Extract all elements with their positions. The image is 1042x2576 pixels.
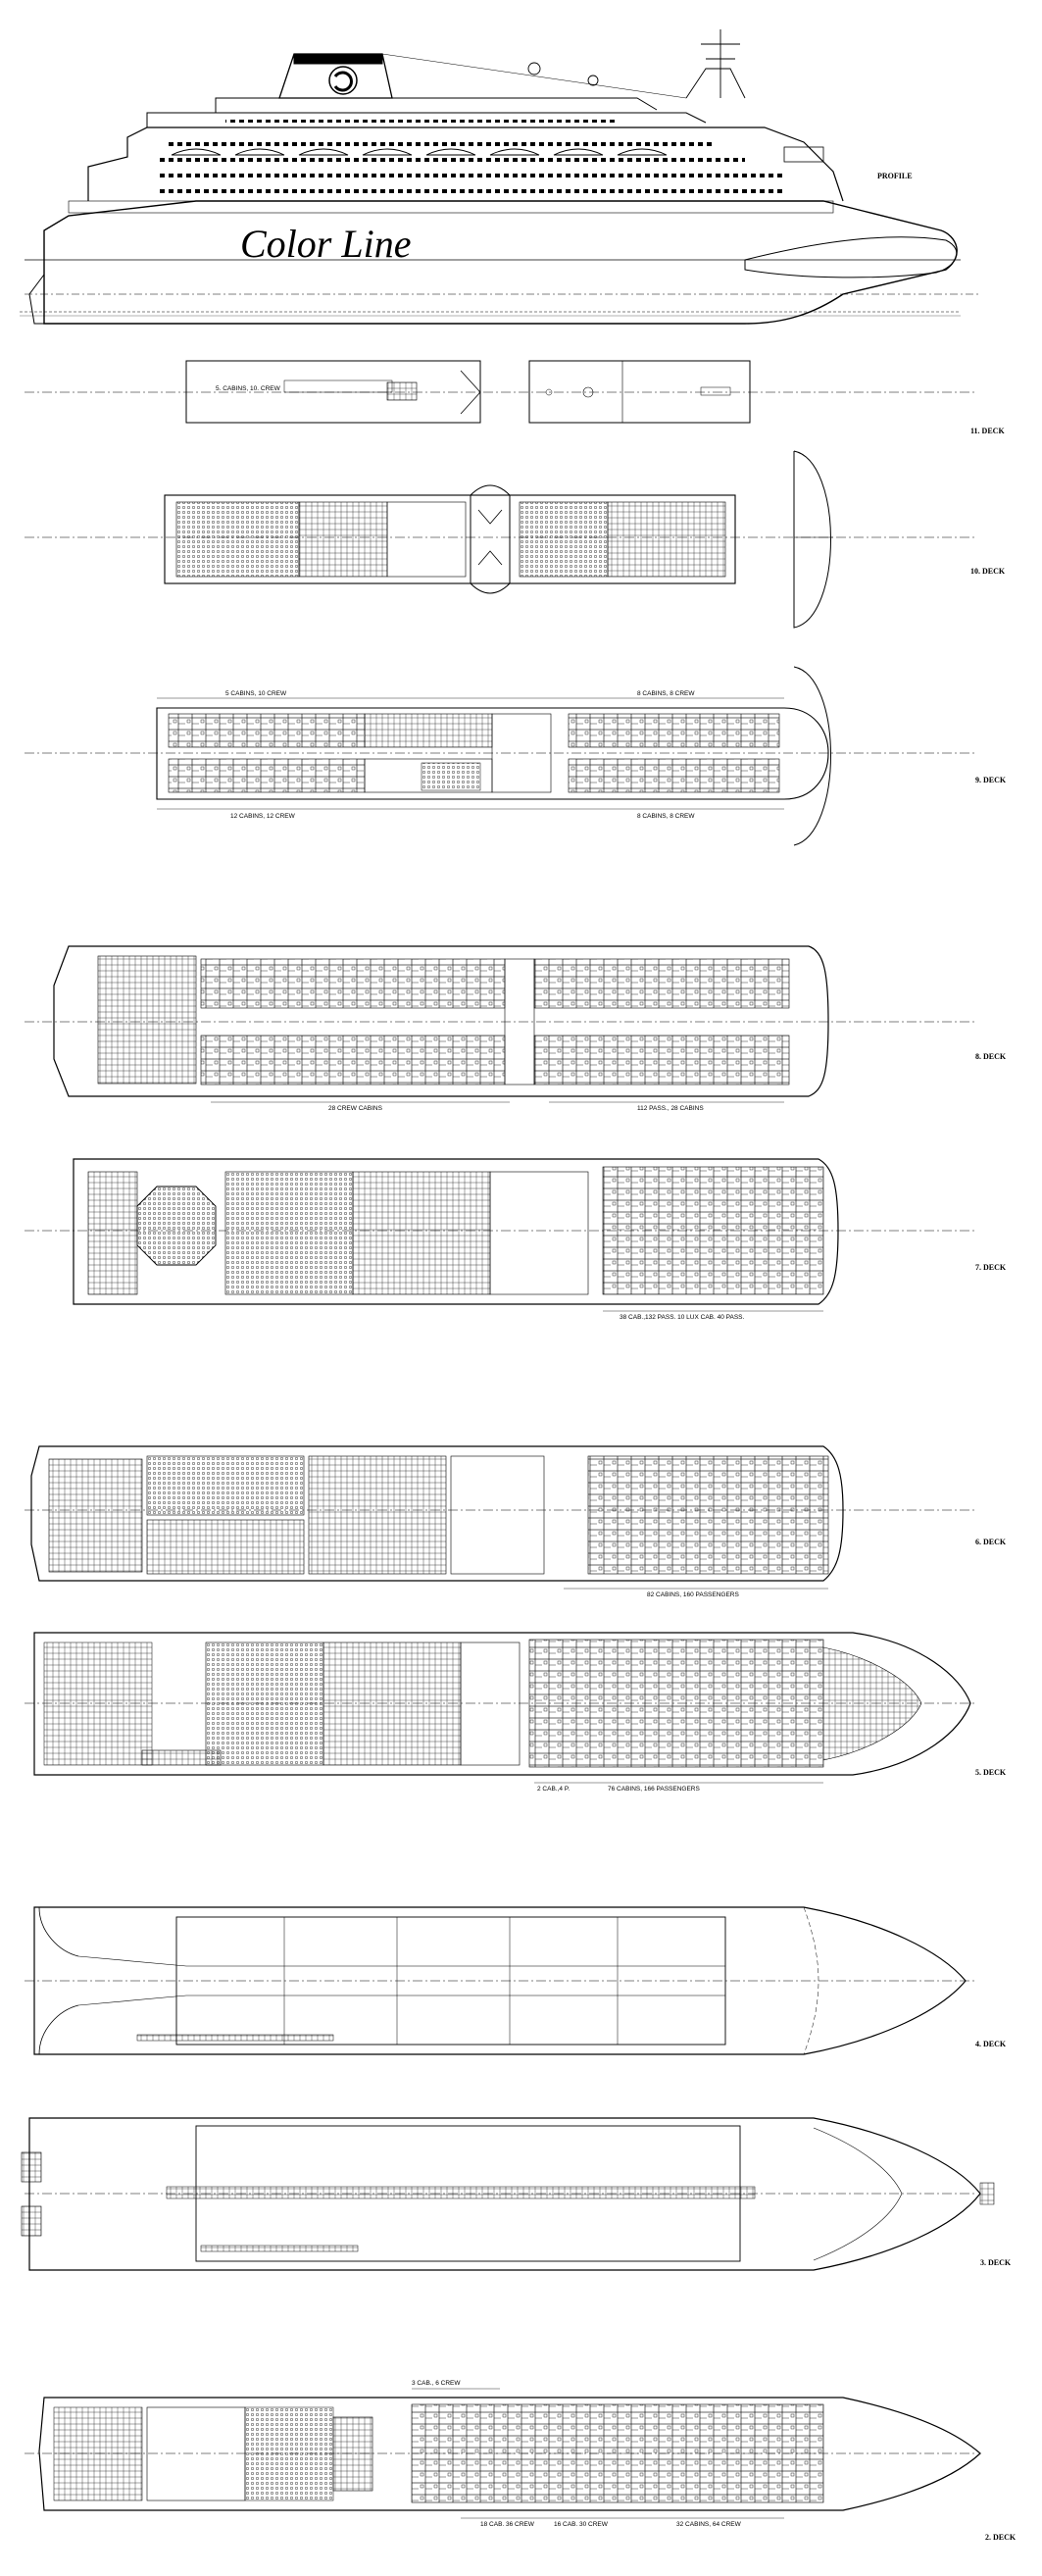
deck-label: 3. DECK: [980, 2258, 1012, 2267]
dim-label: 38 CAB.,132 PASS. 10 LUX CAB. 40 PASS.: [620, 1314, 744, 1321]
deck-6-plan: 82 CABINS, 160 PASSENGERS: [25, 1445, 975, 1598]
deck-label: 2. DECK: [985, 2533, 1017, 2542]
deck-7-plan: 38 CAB.,132 PASS. 10 LUX CAB. 40 PASS.: [25, 1158, 975, 1321]
dim-label: 18 CAB. 36 CREW: [480, 2521, 535, 2528]
mast: [381, 29, 746, 99]
dim-label: 2 CAB.,4 P.: [537, 1786, 570, 1793]
deck-11-plan: 5. CABINS, 10. CREW: [25, 360, 975, 424]
dim-label: 112 PASS., 28 CABINS: [637, 1105, 704, 1112]
deck-10-plan: [25, 450, 975, 629]
deck-label: 8. DECK: [975, 1052, 1007, 1061]
deck-label: 10. DECK: [970, 567, 1006, 576]
deck-label: 7. DECK: [975, 1263, 1007, 1272]
circular-lounge: [136, 1186, 217, 1266]
deck-8-plan: 28 CREW CABINS 112 PASS., 28 CABINS: [25, 945, 975, 1112]
deck-2-plan: 3 CAB., 6 CREW 18 CAB. 36 CREW 16 CAB. 3…: [25, 2380, 981, 2528]
deck-label: 4. DECK: [975, 2040, 1007, 2048]
dim-label: 82 CABINS, 160 PASSENGERS: [647, 1591, 739, 1598]
deck-9-plan: 5 CABINS, 10 CREW 8 CABINS, 8 CREW 12 CA…: [25, 666, 975, 846]
brand-wordmark: Color Line: [240, 222, 411, 266]
deck-3-plan: [21, 2117, 995, 2271]
dim-label: 32 CABINS, 64 CREW: [676, 2521, 742, 2528]
dim-label: 5 CABINS, 10 CREW: [225, 690, 287, 697]
bulbous-bow: [744, 236, 958, 278]
dim-label: 28 CREW CABINS: [328, 1105, 383, 1112]
deck-label: 11. DECK: [970, 427, 1005, 435]
dim-label: 12 CABINS, 12 CREW: [230, 813, 296, 820]
dim-label: 76 CABINS, 166 PASSENGERS: [608, 1786, 700, 1793]
ship-profile: PROFILE Color Line: [20, 29, 980, 325]
deck-5-plan: 2 CAB.,4 P. 76 CABINS, 166 PASSENGERS: [25, 1632, 975, 1793]
deck-label: 9. DECK: [975, 776, 1007, 784]
profile-label: PROFILE: [877, 172, 913, 180]
dim-label: 16 CAB. 30 CREW: [554, 2521, 609, 2528]
svg-text:5. CABINS, 10. CREW: 5. CABINS, 10. CREW: [216, 385, 281, 392]
dim-label: 8 CABINS, 8 CREW: [637, 813, 695, 820]
deck-label: 5. DECK: [975, 1768, 1007, 1777]
dim-label: 3 CAB., 6 CREW: [412, 2380, 461, 2387]
deck-label: 6. DECK: [975, 1538, 1007, 1546]
hull-outline: [43, 200, 958, 325]
deck-4-plan: [25, 1906, 975, 2055]
stern-rudder: [28, 274, 78, 325]
dim-label: 8 CABINS, 8 CREW: [637, 690, 695, 697]
